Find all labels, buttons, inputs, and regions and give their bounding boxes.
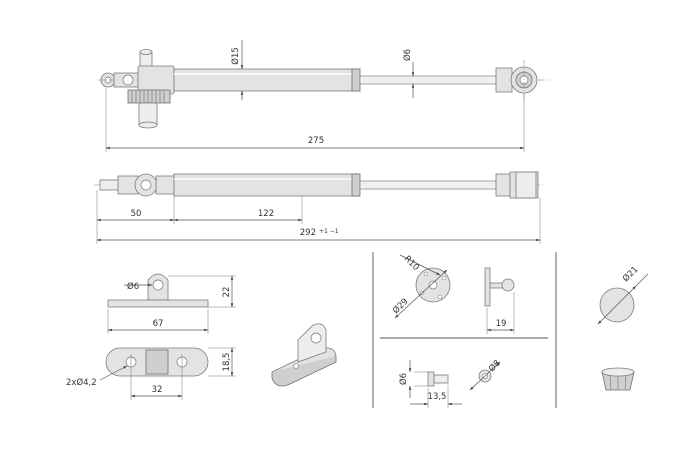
dim-plate-dia: Ø29 (390, 296, 410, 316)
bracket-front-dimensions: 22 Ø6 67 (107, 275, 236, 334)
dim-cap-dia: Ø21 (620, 264, 640, 284)
dim-plate-radius: R10 (402, 254, 421, 273)
dim-total-length: 292 (300, 228, 316, 238)
mounting-plate-view: R10 Ø29 (390, 254, 451, 319)
dim-left-length: 50 (131, 209, 142, 219)
dim-main-dia: Ø15 (230, 47, 241, 65)
cap-3d-view (601, 367, 635, 391)
dim-pin-dia: Ø6 (398, 373, 409, 385)
dim-bracket-width: 67 (153, 319, 164, 329)
dim-total-tolerance: +1 −1 (319, 228, 339, 235)
bracket-front-view (107, 273, 209, 308)
dim-stud-length: 19 (496, 319, 507, 329)
top-dimensions: Ø15 Ø6 275 (105, 40, 525, 152)
gas-spring-top-view (98, 49, 550, 129)
dim-holes: 2xØ4,2 (66, 377, 97, 388)
ring-view: Ø8 (469, 358, 503, 391)
cap-view: Ø21 (597, 264, 649, 325)
dim-pin-length: 13,5 (428, 392, 447, 402)
dim-bracket-height: 22 (222, 287, 232, 298)
dim-base-height: 18,5 (222, 353, 232, 372)
bracket-3d-view (271, 323, 337, 387)
ball-stud-view: 19 (484, 267, 515, 334)
dim-top-length: 275 (308, 136, 324, 146)
bracket-top-view (105, 347, 209, 400)
dim-bracket-pin-dia: Ø6 (127, 281, 139, 292)
dim-mid-length: 122 (258, 209, 274, 219)
side-dimensions: 50 122 292 +1 −1 (96, 190, 541, 244)
pin-view: Ø6 13,5 (398, 360, 462, 408)
dim-hole-pitch: 32 (152, 385, 163, 395)
dim-rod-dia: Ø6 (402, 49, 413, 61)
gas-spring-side-view (94, 171, 545, 199)
bracket-top-dimensions: 18,5 2xØ4,2 32 (66, 347, 236, 398)
